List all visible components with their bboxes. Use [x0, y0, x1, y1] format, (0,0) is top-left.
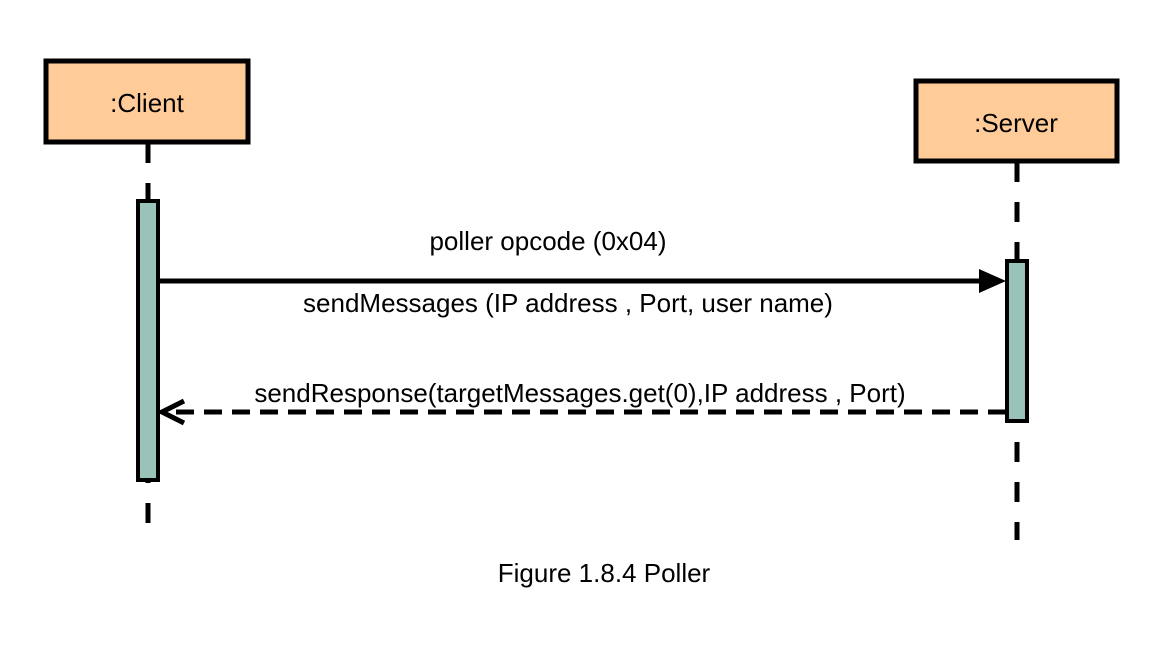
figure-caption: Figure 1.8.4 Poller [498, 558, 711, 588]
message-1-label-below: sendMessages (IP address , Port, user na… [303, 288, 833, 318]
participant-server-label: :Server [974, 108, 1058, 138]
participant-client: :Client [43, 58, 251, 145]
server-activation-bar [1005, 259, 1029, 423]
message-1-arrowhead [979, 269, 1006, 293]
message-1-label-above: poller opcode (0x04) [429, 226, 666, 256]
participant-server-box [913, 78, 1120, 164]
participant-client-box [43, 58, 251, 145]
participant-client-label: :Client [110, 88, 184, 118]
message-send-response: sendResponse(targetMessages.get(0),IP ad… [156, 378, 1006, 426]
client-activation-bar [136, 199, 160, 482]
message-send-messages: poller opcode (0x04) sendMessages (IP ad… [158, 226, 1006, 318]
message-2-label: sendResponse(targetMessages.get(0),IP ad… [254, 378, 905, 408]
message-2-arrowhead [156, 398, 186, 426]
participant-server: :Server [913, 78, 1120, 164]
